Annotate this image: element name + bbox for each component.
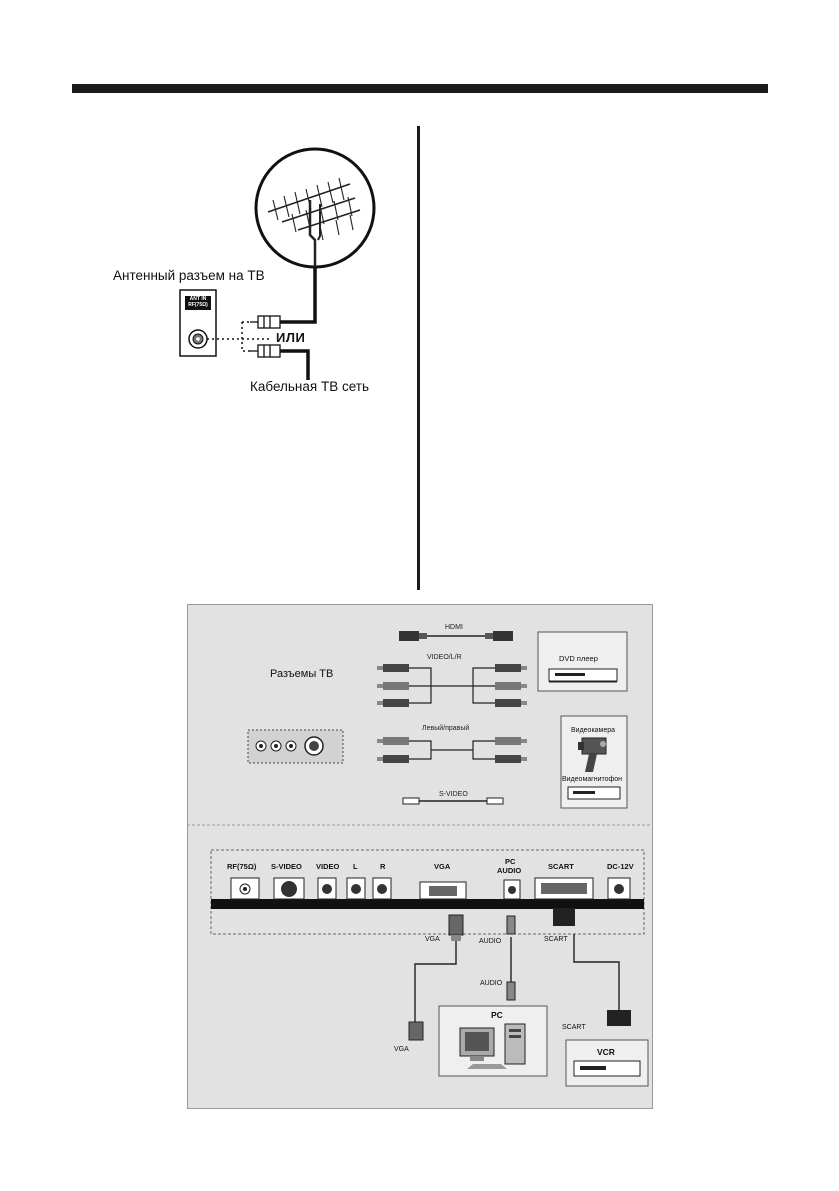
svideo-cable bbox=[402, 797, 504, 805]
port-svideo-label: S-VIDEO bbox=[271, 862, 302, 871]
dvd-label: DVD плеер bbox=[559, 654, 598, 663]
port-pc-label: PC bbox=[505, 857, 516, 866]
left-right-label: Левый/правый bbox=[422, 724, 469, 732]
dvd-icon bbox=[548, 668, 618, 683]
port-audio-label: AUDIO bbox=[497, 866, 521, 875]
connection-diagram: HDMI VIDEO/L/R Левый/правый S-VIDEO bbox=[187, 624, 653, 1087]
vcr-label: VCR bbox=[597, 1047, 615, 1057]
vga-cable-2-label: VGA bbox=[394, 1046, 409, 1053]
socket-label: ANT IN RF(75Ω) bbox=[188, 296, 208, 308]
camcorder-label: Видеокамера bbox=[571, 727, 615, 734]
header-rule bbox=[72, 84, 768, 93]
port-video-label: VIDEO bbox=[316, 862, 340, 871]
cable-connectors bbox=[408, 908, 631, 1041]
column-divider bbox=[417, 126, 420, 590]
rca-plugs-right bbox=[495, 664, 527, 707]
audio-plugs bbox=[377, 737, 527, 763]
rca-plugs-left bbox=[377, 664, 409, 707]
antenna-diagram bbox=[179, 147, 376, 380]
svideo-label: S-VIDEO bbox=[439, 791, 468, 798]
port-l-label: L bbox=[353, 862, 358, 871]
vga-cable-label: VGA bbox=[425, 936, 440, 943]
port-scart-label: SCART bbox=[548, 862, 574, 871]
camcorder-icon bbox=[578, 737, 607, 772]
rear-ports bbox=[230, 877, 631, 900]
port-r-label: R bbox=[380, 862, 386, 871]
rear-panel bbox=[210, 849, 645, 935]
video-lr-label: VIDEO/L/R bbox=[427, 654, 462, 661]
video-lr-cable bbox=[409, 667, 495, 704]
audio-lr-cable bbox=[409, 740, 495, 760]
hdmi-label: HDMI bbox=[445, 624, 463, 631]
vcr-small-icon bbox=[567, 786, 621, 800]
vga-cable bbox=[414, 937, 457, 1024]
audio-cable-label: AUDIO bbox=[479, 938, 502, 945]
port-rf-label: RF(75Ω) bbox=[227, 862, 257, 871]
pc-label: PC bbox=[491, 1010, 503, 1020]
tv-jacks-title: Разъемы ТВ bbox=[270, 668, 334, 680]
or-label: ИЛИ bbox=[276, 330, 306, 345]
cable-tv-line bbox=[280, 349, 310, 380]
scart-cable-2-label: SCART bbox=[562, 1024, 586, 1031]
side-jacks bbox=[255, 736, 324, 756]
scart-cable bbox=[573, 934, 620, 1010]
antenna-icon bbox=[267, 177, 361, 267]
audio-cable-2-label: AUDIO bbox=[480, 980, 503, 987]
hdmi-cable bbox=[399, 631, 513, 641]
vcr-icon bbox=[573, 1060, 641, 1077]
scart-cable-label: SCART bbox=[544, 936, 568, 943]
port-dc-label: DC-12V bbox=[607, 862, 634, 871]
cable-network-label: Кабельная ТВ сеть bbox=[250, 379, 369, 394]
antenna-cable bbox=[280, 267, 317, 324]
pc-icon bbox=[459, 1023, 526, 1069]
coax-plug-upper bbox=[250, 315, 281, 329]
tv-socket-label: Антенный разъем на ТВ bbox=[113, 268, 265, 283]
port-vga-label: VGA bbox=[434, 862, 451, 871]
coax-plug-lower bbox=[250, 344, 281, 358]
vcr-ru-label: Видеомагнитофон bbox=[562, 776, 622, 783]
